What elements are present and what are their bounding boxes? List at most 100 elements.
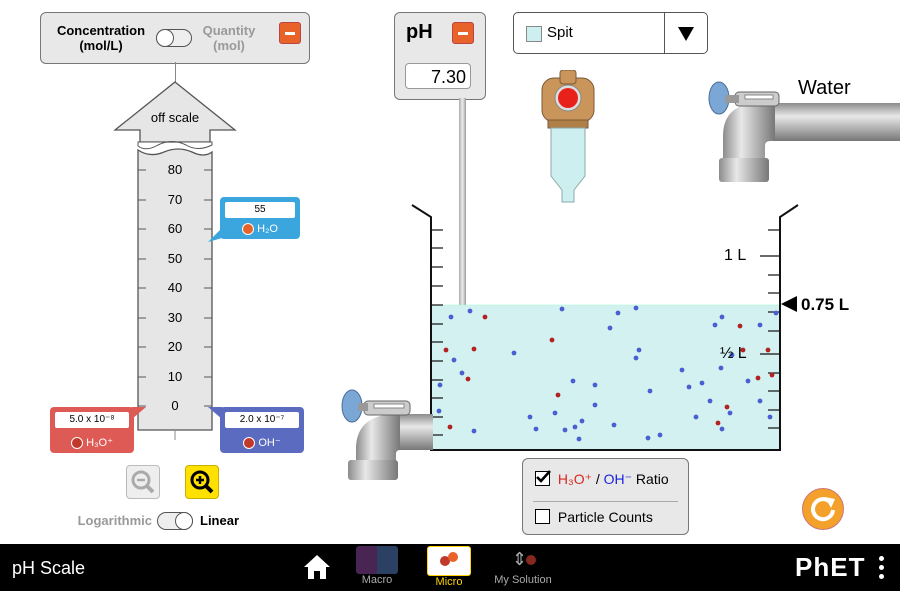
scale-toggle[interactable]: [157, 512, 193, 530]
zoom-in-button[interactable]: [185, 465, 219, 499]
mode-concentration-label[interactable]: Concentration (mol/L): [51, 23, 151, 53]
beaker-liquid: [431, 305, 780, 450]
oh-callout-pointer: [208, 407, 222, 419]
hydroxide-molecule-icon: [243, 437, 256, 449]
solute-dropper[interactable]: [538, 70, 598, 210]
off-scale-label: off scale: [150, 110, 200, 125]
h2o-callout: 55 H₂O: [220, 197, 300, 239]
tab-micro-label: Micro: [435, 576, 463, 588]
tab-my-solution-label: My Solution: [494, 574, 552, 586]
beaker-label-1l: 1 L: [724, 247, 747, 264]
water-molecule-icon: [242, 223, 255, 235]
zoom-out-icon: [131, 470, 155, 494]
graph-mode-panel: Concentration (mol/L) Quantity (mol): [40, 12, 310, 64]
graph-stem-line: [175, 62, 176, 84]
scale-logarithmic-label[interactable]: Logarithmic: [77, 513, 152, 528]
mode-quantity-label[interactable]: Quantity (mol): [199, 23, 259, 53]
volume-indicator-arrow: [781, 296, 797, 312]
oh-formula: OH⁻: [258, 436, 281, 449]
toggle-knob: [156, 29, 174, 47]
ratio-oh-text: OH⁻: [603, 471, 633, 487]
tick-label: 80: [167, 162, 183, 177]
home-icon[interactable]: [303, 554, 331, 580]
graph-collapse-button[interactable]: [279, 22, 301, 44]
solute-selected-label: Spit: [547, 24, 573, 41]
menu-icon[interactable]: [878, 555, 886, 581]
water-faucet-label: Water: [798, 77, 851, 99]
macro-tab-icon: [356, 546, 398, 574]
particles-h3o: [443, 314, 775, 430]
particles-oh: [436, 305, 779, 442]
zoom-in-icon: [190, 470, 214, 494]
ph-meter-panel[interactable]: pH 7.30: [394, 12, 486, 100]
tab-macro[interactable]: Macro: [351, 546, 403, 586]
reset-icon: [811, 497, 835, 522]
phet-brand-text: PhET: [795, 552, 866, 582]
micro-tab-icon: [427, 546, 471, 576]
h2o-formula: H₂O: [257, 222, 278, 235]
tick-label: 30: [167, 310, 183, 325]
solute-swatch: [526, 26, 542, 42]
options-panel: H₃O⁺ / OH⁻ Ratio Particle Counts: [522, 458, 689, 535]
ratio-checkbox[interactable]: [535, 470, 551, 486]
h3o-label: H₃O⁺: [50, 436, 134, 449]
oh-callout: 2.0 x 10⁻⁷ OH⁻: [220, 407, 304, 453]
checkmark-icon: [536, 470, 551, 483]
drain-faucet[interactable]: [338, 388, 433, 483]
h2o-callout-pointer: [208, 228, 222, 242]
beaker-ticks-right: [760, 229, 780, 429]
beaker-ticks-left: [431, 229, 443, 436]
h3o-formula: H₃O⁺: [86, 436, 113, 449]
mode-concentration-line1: Concentration: [56, 23, 146, 38]
tab-micro[interactable]: Micro: [423, 546, 475, 588]
chevron-down-icon: [678, 27, 694, 41]
beaker: [411, 204, 799, 451]
hydronium-molecule-icon: [71, 437, 84, 449]
particle-counts-label: Particle Counts: [557, 509, 653, 525]
solute-combo-box[interactable]: Spit: [513, 12, 708, 54]
mode-quantity-line2: (mol): [213, 38, 245, 53]
oh-value: 2.0 x 10⁻⁷: [225, 412, 299, 428]
h2o-value: 55: [225, 202, 295, 218]
ph-meter-collapse-button[interactable]: [452, 22, 474, 44]
options-divider: [533, 501, 678, 502]
graph-mode-toggle[interactable]: [156, 29, 192, 47]
ratio-h3o-text: H₃O⁺: [557, 471, 592, 487]
h3o-callout: 5.0 x 10⁻⁸ H₃O⁺: [50, 407, 134, 453]
tick-label: 60: [167, 221, 183, 236]
beaker-label-half: ½ L: [720, 345, 747, 362]
phet-logo[interactable]: PhET: [795, 552, 865, 583]
particle-counts-row[interactable]: Particle Counts: [535, 509, 653, 525]
zoom-out-button[interactable]: [126, 465, 160, 499]
tick-label: 20: [167, 339, 183, 354]
h3o-callout-pointer: [132, 407, 146, 419]
tick-label: 10: [167, 369, 183, 384]
tick-label: 0: [171, 398, 179, 413]
h2o-label: H₂O: [220, 223, 300, 235]
ph-probe-rod[interactable]: [459, 98, 466, 413]
tick-label: 50: [167, 251, 183, 266]
water-faucet[interactable]: [705, 76, 900, 186]
ph-value-display: 7.30: [405, 63, 471, 89]
graph-scale-bar: [113, 81, 237, 440]
sim-title: pH Scale: [12, 558, 86, 578]
ph-meter-title: pH: [406, 21, 433, 43]
tab-my-solution[interactable]: ⇕ My Solution: [492, 546, 554, 586]
particle-counts-checkbox[interactable]: [535, 509, 550, 524]
mode-quantity-line1: Quantity: [202, 23, 256, 38]
ratio-separator: /: [591, 471, 604, 487]
tab-macro-label: Macro: [361, 574, 393, 586]
ratio-word: Ratio: [632, 471, 669, 487]
reset-all-button[interactable]: [802, 488, 844, 530]
h3o-value: 5.0 x 10⁻⁸: [55, 412, 129, 428]
ratio-checkbox-row[interactable]: H₃O⁺ / OH⁻ Ratio: [535, 470, 669, 488]
tick-label: 40: [167, 280, 183, 295]
scale-linear-label[interactable]: Linear: [200, 513, 240, 528]
my-solution-tab-icon: ⇕: [502, 546, 544, 574]
mode-concentration-line2: (mol/L): [79, 38, 123, 53]
volume-indicator-label: 0.75 L: [801, 295, 850, 314]
combo-divider: [664, 13, 665, 53]
toggle-knob: [175, 512, 193, 530]
oh-label: OH⁻: [220, 436, 304, 449]
tick-label: 70: [167, 192, 183, 207]
